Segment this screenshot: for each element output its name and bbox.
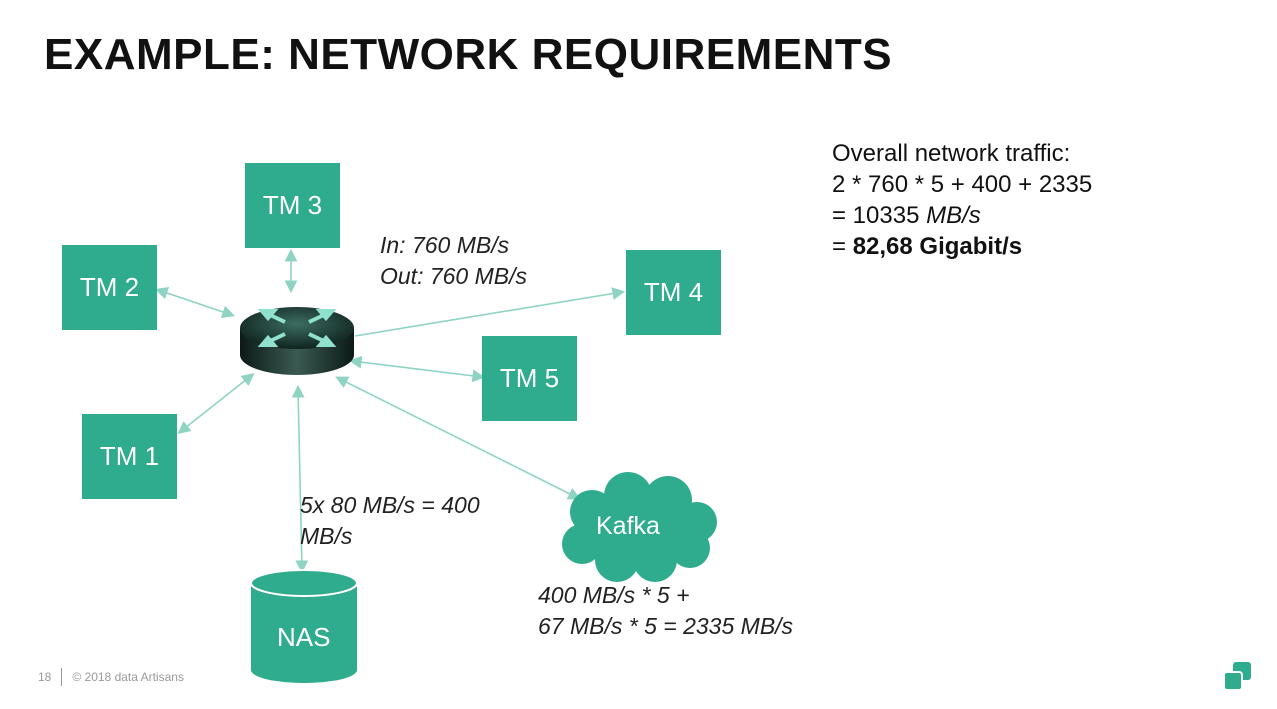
nas-label: NAS bbox=[277, 622, 331, 652]
copyright: © 2018 data Artisans bbox=[72, 670, 184, 684]
kafka-traffic-line1: 400 MB/s * 5 + bbox=[538, 582, 690, 608]
nas-traffic-line1: 5x 80 MB/s = 400 bbox=[300, 492, 480, 518]
kafka-label: Kafka bbox=[596, 512, 660, 540]
tm2-node: TM 2 bbox=[62, 245, 157, 330]
link-tm5 bbox=[348, 355, 486, 383]
link-nas bbox=[291, 384, 309, 574]
footer-divider bbox=[61, 668, 63, 686]
link-kafka bbox=[335, 376, 581, 500]
kafka-traffic-line2: 67 MB/s * 5 = 2335 MB/s bbox=[538, 613, 794, 639]
traffic-line2: 2 * 760 * 5 + 400 + 2335 bbox=[832, 171, 1093, 198]
page-title: EXAMPLE: NETWORK REQUIREMENTS bbox=[44, 30, 893, 79]
router-out-label: Out: 760 MB/s bbox=[380, 263, 528, 289]
tm4-node: TM 4 bbox=[626, 250, 721, 335]
router-icon bbox=[240, 307, 354, 375]
nas-cylinder bbox=[250, 569, 358, 683]
page-number: 18 bbox=[38, 670, 52, 684]
link-tm4 bbox=[354, 287, 626, 337]
nas-traffic-line2: MB/s bbox=[300, 523, 353, 549]
tm3-node: TM 3 bbox=[245, 163, 340, 248]
traffic-line3-unit: MB/s bbox=[926, 202, 981, 229]
overall-traffic-summary: Overall network traffic: 2 * 760 * 5 + 4… bbox=[832, 138, 1092, 262]
link-tm1 bbox=[177, 373, 255, 434]
traffic-line4-prefix: = bbox=[832, 233, 853, 260]
link-tm2 bbox=[154, 287, 236, 318]
kafka-cloud bbox=[562, 472, 717, 582]
traffic-line3-prefix: = 10335 bbox=[832, 202, 927, 229]
traffic-line4: = 82,68 Gigabit/s bbox=[832, 231, 1092, 262]
tm1-node: TM 1 bbox=[82, 414, 177, 499]
traffic-line1: Overall network traffic: bbox=[832, 140, 1071, 167]
tm5-node: TM 5 bbox=[482, 336, 577, 421]
footer: 18 © 2018 data Artisans bbox=[38, 668, 184, 686]
traffic-line3: = 10335 MB/s bbox=[832, 200, 1092, 231]
traffic-total: 82,68 Gigabit/s bbox=[852, 233, 1023, 260]
data-artisans-logo-icon bbox=[1223, 662, 1251, 691]
router-in-label: In: 760 MB/s bbox=[380, 232, 510, 258]
